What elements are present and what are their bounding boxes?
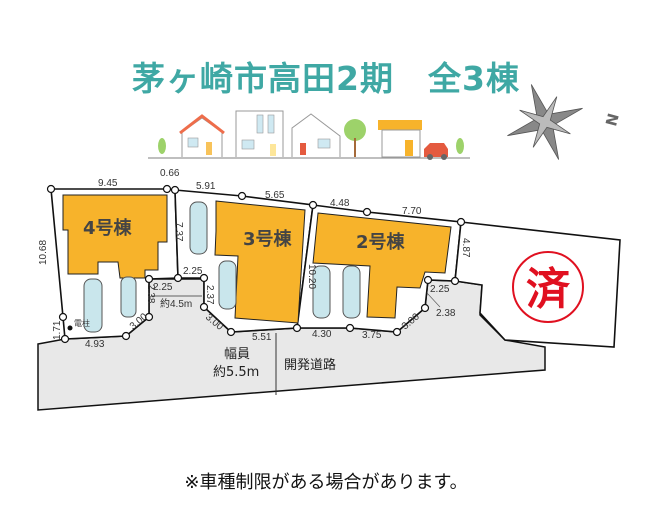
dim: 9.45 bbox=[98, 178, 118, 189]
sold-stamp-text: 済 bbox=[526, 264, 571, 315]
car-icon bbox=[342, 265, 361, 319]
building-2-label: 2号棟 bbox=[356, 231, 406, 253]
utility-pole-icon bbox=[67, 325, 73, 331]
leader-line bbox=[426, 292, 441, 308]
sold-stamp: 済 bbox=[512, 251, 584, 323]
dim: 10.20 bbox=[306, 264, 317, 289]
north-label: N bbox=[602, 111, 623, 128]
building-4-label: 4号棟 bbox=[83, 217, 133, 239]
building-3-label: 3号棟 bbox=[243, 228, 293, 250]
road-width-label: 幅員 bbox=[224, 347, 250, 362]
parking-cars bbox=[83, 201, 361, 333]
dim: 4.93 bbox=[85, 339, 105, 350]
dim: 7.37 bbox=[173, 222, 184, 242]
car-icon bbox=[120, 276, 137, 318]
dim: 2.37 bbox=[204, 285, 215, 305]
vehicle-restriction-note: ※車種制限がある場合があります。 bbox=[184, 472, 468, 493]
dim: 4.30 bbox=[312, 329, 332, 340]
dim: 0.66 bbox=[160, 168, 180, 179]
car-icon bbox=[218, 260, 237, 310]
town-illustration bbox=[148, 110, 470, 160]
road-name: 開発道路 bbox=[284, 357, 336, 373]
road-width-value: 約5.5m bbox=[213, 365, 259, 380]
dim: 7.70 bbox=[402, 206, 422, 217]
dim: 5.65 bbox=[265, 190, 285, 201]
car-icon bbox=[189, 201, 208, 255]
dim: 約4.5m bbox=[160, 297, 192, 310]
survey-points bbox=[46, 184, 466, 344]
dim: 2.25 bbox=[430, 284, 450, 295]
utility-pole-label: 電柱 bbox=[74, 318, 90, 328]
page-title: 茅ヶ崎市高田2期 全3棟 bbox=[132, 59, 520, 98]
dim: 2.38 bbox=[436, 308, 456, 319]
dim: 1.71 bbox=[52, 320, 63, 340]
dim: 2.38 bbox=[145, 284, 156, 304]
dim: 3.75 bbox=[362, 330, 382, 341]
dim: 5.91 bbox=[196, 181, 216, 192]
dim: 2.25 bbox=[153, 282, 173, 293]
car-icon bbox=[83, 278, 103, 333]
dim: 4.48 bbox=[330, 198, 350, 209]
building-2 bbox=[312, 212, 452, 319]
dim: 4.87 bbox=[460, 238, 471, 258]
building-4 bbox=[62, 194, 168, 279]
compass-rose-icon bbox=[507, 84, 583, 160]
dim: 2.25 bbox=[183, 266, 203, 277]
dim: 10.68 bbox=[38, 240, 49, 265]
car-icon bbox=[312, 265, 331, 319]
dim: 5.51 bbox=[252, 332, 272, 343]
